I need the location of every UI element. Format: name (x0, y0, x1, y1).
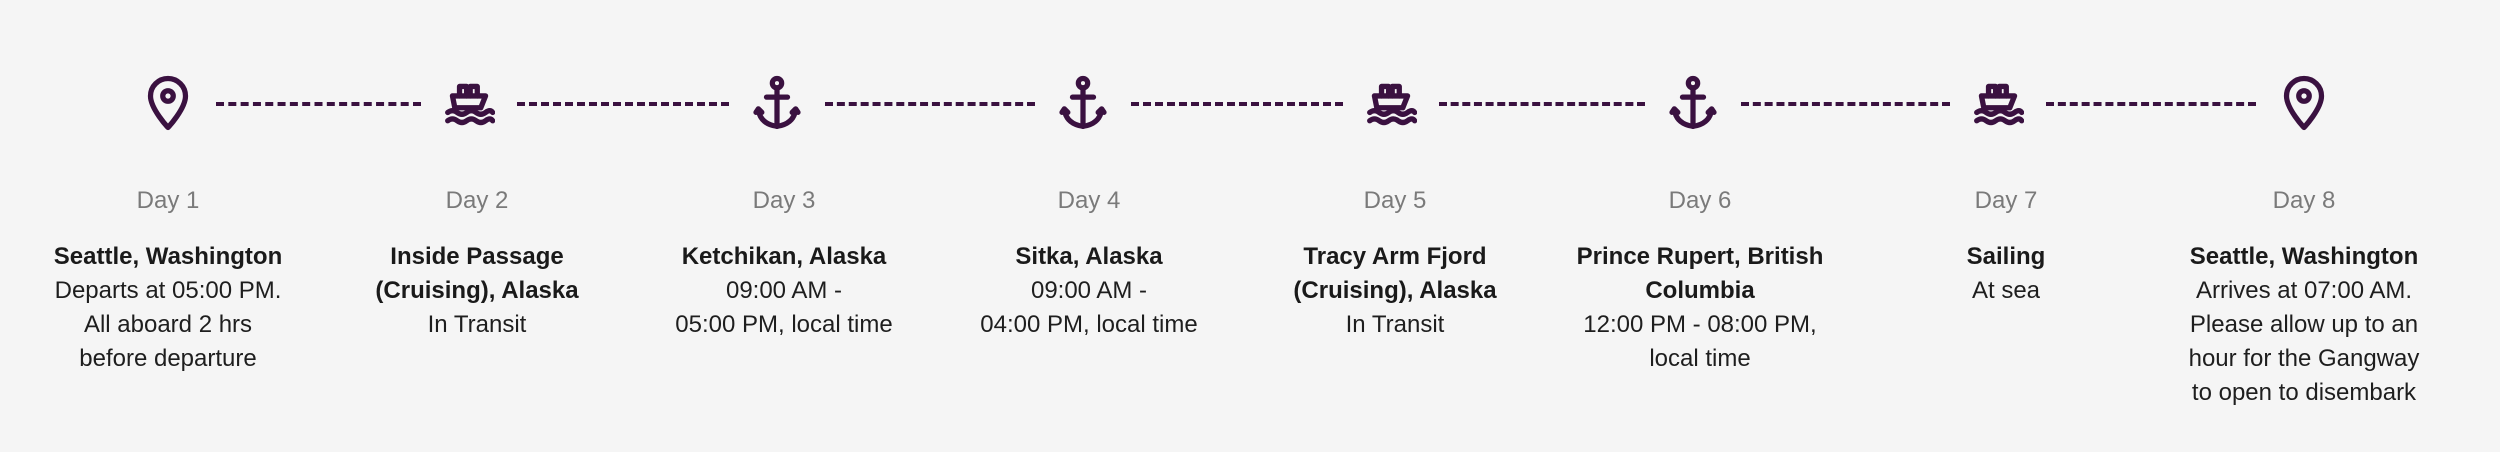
anchor-icon (1663, 68, 1723, 138)
day-port-title: Tracy Arm Fjord (1303, 243, 1487, 270)
timeline-connector (517, 102, 729, 106)
day-detail-line: 04:00 PM, local time (980, 311, 1198, 338)
anchor-icon (747, 68, 807, 138)
itinerary-icon-row (0, 68, 2500, 138)
day-label: Day 2 (445, 187, 509, 214)
day-port-title: Sitka, Alaska (1015, 243, 1163, 270)
day-port-title: Seattle, Washington (53, 243, 283, 270)
day-detail-line: 09:00 AM - (725, 277, 843, 304)
day-detail-line: to open to disembark (2191, 379, 2417, 406)
timeline-connector (1439, 102, 1645, 106)
day-detail-line: 09:00 AM - (1030, 277, 1148, 304)
day-label: Day 4 (1057, 187, 1121, 214)
day-label: Day 5 (1363, 187, 1427, 214)
day-detail-line: In Transit (1345, 311, 1445, 338)
anchor-icon (1053, 68, 1113, 138)
day-detail-line: 05:00 PM, local time (675, 311, 893, 338)
day-label: Day 6 (1668, 187, 1732, 214)
day-label: Day 8 (2272, 187, 2336, 214)
day-detail-line: hour for the Gangway (2188, 345, 2420, 372)
day-label: Day 1 (136, 187, 200, 214)
day-port-title: (Cruising), Alaska (375, 277, 579, 304)
day-port-title: Sailing (1966, 243, 2046, 270)
day-detail-line: before departure (79, 345, 257, 372)
ship-icon (439, 68, 499, 138)
ship-icon (1361, 68, 1421, 138)
day-port-title: Inside Passage (390, 243, 564, 270)
day-detail-line: Departs at 05:00 PM. (54, 277, 282, 304)
day-port-title: Seattle, Washington (2189, 243, 2419, 270)
day-detail-line: All aboard 2 hrs (83, 311, 253, 338)
day-port-title: Ketchikan, Alaska (681, 243, 887, 270)
day-port-title: Columbia (1645, 277, 1755, 304)
timeline-connector (2046, 102, 2256, 106)
day-detail-line: local time (1649, 345, 1751, 372)
itinerary-day: Day 4 Sitka, Alaska 09:00 AM - 04:00 PM, lo… (949, 186, 1229, 342)
day-port-title: (Cruising), Alaska (1293, 277, 1497, 304)
timeline-connector (1131, 102, 1343, 106)
timeline-connector (825, 102, 1035, 106)
timeline-connector (1741, 102, 1950, 106)
day-detail-line: Please allow up to an (2189, 311, 2419, 338)
day-label: Day 7 (1974, 187, 2038, 214)
day-detail-line: Arrives at 07:00 AM. (2195, 277, 2413, 304)
day-label: Day 3 (752, 187, 816, 214)
location-pin-icon (138, 68, 198, 138)
day-detail-line: At sea (1971, 277, 2041, 304)
location-pin-icon (2274, 68, 2334, 138)
day-detail-line: 12:00 PM - 08:00 PM, (1583, 311, 1817, 338)
timeline-connector (216, 102, 421, 106)
day-port-title: Prince Rupert, British (1576, 243, 1824, 270)
ship-icon (1968, 68, 2028, 138)
day-detail-line: In Transit (427, 311, 527, 338)
itinerary-day: Day 7 Sailing At sea (1866, 186, 2146, 308)
itinerary-day: Day 2 Inside Passage (Cruising), Alaska In … (337, 186, 617, 342)
itinerary-day: Day 3 Ketchikan, Alaska 09:00 AM - 05:00 PM… (644, 186, 924, 342)
